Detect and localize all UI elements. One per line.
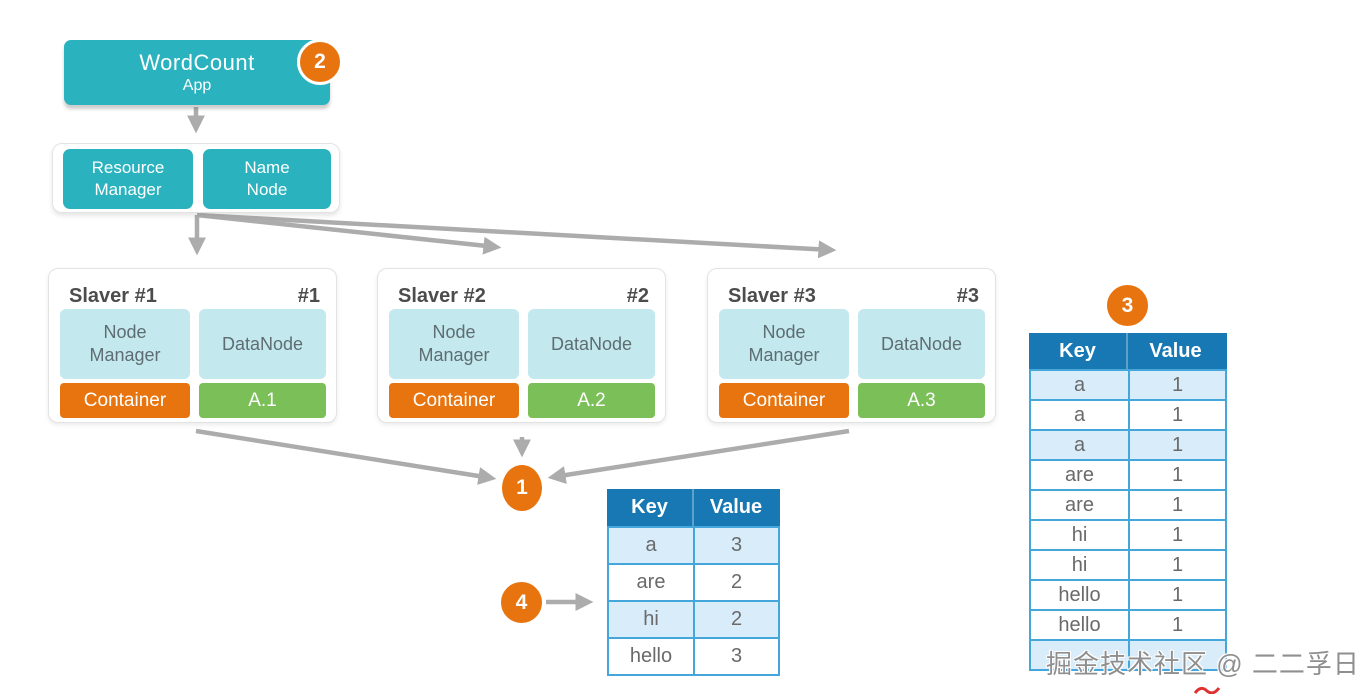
step-badge-3: 3 <box>1105 283 1150 328</box>
table-row: hello 3 <box>607 637 780 676</box>
table-row: hi 1 <box>1029 549 1227 581</box>
step-badge-2: 2 <box>297 39 343 85</box>
name-node-box: Name Node <box>203 149 331 209</box>
value-header-cell: Value <box>1126 333 1223 369</box>
value-cell: 1 <box>1128 461 1225 489</box>
value-cell: 2 <box>693 565 778 600</box>
table-row: a 1 <box>1029 399 1227 431</box>
watermark-text: 掘金技术社区 @ 二二孚日 <box>1046 649 1360 679</box>
table-row: a 1 <box>1029 369 1227 401</box>
table-row: a 3 <box>607 526 780 565</box>
value-cell: 3 <box>693 528 778 563</box>
value-cell: 3 <box>693 639 778 674</box>
datanode-box: DataNode <box>528 309 655 379</box>
datanode-box: DataNode <box>199 309 326 379</box>
value-cell: 1 <box>1128 581 1225 609</box>
step-badge-4: 4 <box>499 580 544 625</box>
step-badge-1: 1 <box>500 463 544 513</box>
resource-manager-box: Resource Manager <box>63 149 193 209</box>
key-cell: are <box>1065 493 1094 516</box>
shuffle-pairs-table: Key Value a 1 a 1 a 1 are 1 are 1 hi 1 h… <box>1029 333 1227 671</box>
key-cell: a <box>1073 433 1086 456</box>
table-header-row: Key Value <box>607 489 780 526</box>
table-header-row: Key Value <box>1029 333 1227 369</box>
key-cell: hello <box>1058 613 1101 636</box>
table-row: a 1 <box>1029 429 1227 461</box>
value-cell: 2 <box>693 602 778 637</box>
value-cell: 1 <box>1128 521 1225 549</box>
key-cell: are <box>636 571 666 593</box>
key-cell: hello <box>1058 583 1101 606</box>
key-cell: hi <box>1071 553 1088 576</box>
value-cell: 1 <box>1128 431 1225 459</box>
slaver-corner-label: #3 <box>956 285 979 307</box>
key-header-cell: Key <box>631 496 668 518</box>
wordcount-subtitle: App <box>182 77 212 94</box>
value-cell <box>1128 641 1225 669</box>
slaver-card-1: Slaver #1 #1 Node Manager DataNode Conta… <box>48 268 337 423</box>
table-row: are 1 <box>1029 459 1227 491</box>
slaver-title: Slaver #2 <box>398 285 486 307</box>
wordcount-title: WordCount <box>139 50 255 75</box>
node-manager-box: Node Manager <box>60 309 190 379</box>
key-cell: a <box>1073 373 1086 396</box>
key-cell: hello <box>629 645 673 667</box>
key-cell: are <box>1065 463 1094 486</box>
data-block-box: A.1 <box>199 383 326 418</box>
slaver-corner-label: #2 <box>626 285 649 307</box>
slaver-card-3: Slaver #3 #3 Node Manager DataNode Conta… <box>707 268 996 423</box>
table-row: are 2 <box>607 563 780 602</box>
value-cell: 1 <box>1128 371 1225 399</box>
container-box: Container <box>60 383 190 418</box>
data-block-box: A.3 <box>858 383 985 418</box>
datanode-box: DataNode <box>858 309 985 379</box>
wordcount-app-box: WordCount App <box>64 40 330 105</box>
value-cell: 1 <box>1128 491 1225 519</box>
key-cell: a <box>645 534 657 556</box>
value-cell: 1 <box>1128 551 1225 579</box>
slaver-title: Slaver #3 <box>728 285 816 307</box>
value-cell: 1 <box>1128 401 1225 429</box>
key-cell: hi <box>643 608 659 630</box>
container-box: Container <box>719 383 849 418</box>
key-cell: a <box>1073 403 1086 426</box>
value-header-cell: Value <box>692 489 778 526</box>
value-cell: 1 <box>1128 611 1225 639</box>
table-row: are 1 <box>1029 489 1227 521</box>
table-row: hello 1 <box>1029 609 1227 641</box>
red-mark <box>1193 686 1221 694</box>
container-box: Container <box>389 383 519 418</box>
slaver-corner-label: #1 <box>297 285 320 307</box>
master-node-card: Resource Manager Name Node <box>52 143 340 213</box>
key-header-cell: Key <box>1059 339 1096 362</box>
table-row: hi 1 <box>1029 519 1227 551</box>
node-manager-box: Node Manager <box>719 309 849 379</box>
data-block-box: A.2 <box>528 383 655 418</box>
slaver-card-2: Slaver #2 #2 Node Manager DataNode Conta… <box>377 268 666 423</box>
node-manager-box: Node Manager <box>389 309 519 379</box>
table-row: hello 1 <box>1029 579 1227 611</box>
key-cell: hi <box>1071 523 1088 546</box>
slaver-title: Slaver #1 <box>69 285 157 307</box>
merged-result-table: Key Value a 3 are 2 hi 2 hello 3 <box>607 489 780 676</box>
table-row <box>1029 639 1227 671</box>
table-row: hi 2 <box>607 600 780 639</box>
